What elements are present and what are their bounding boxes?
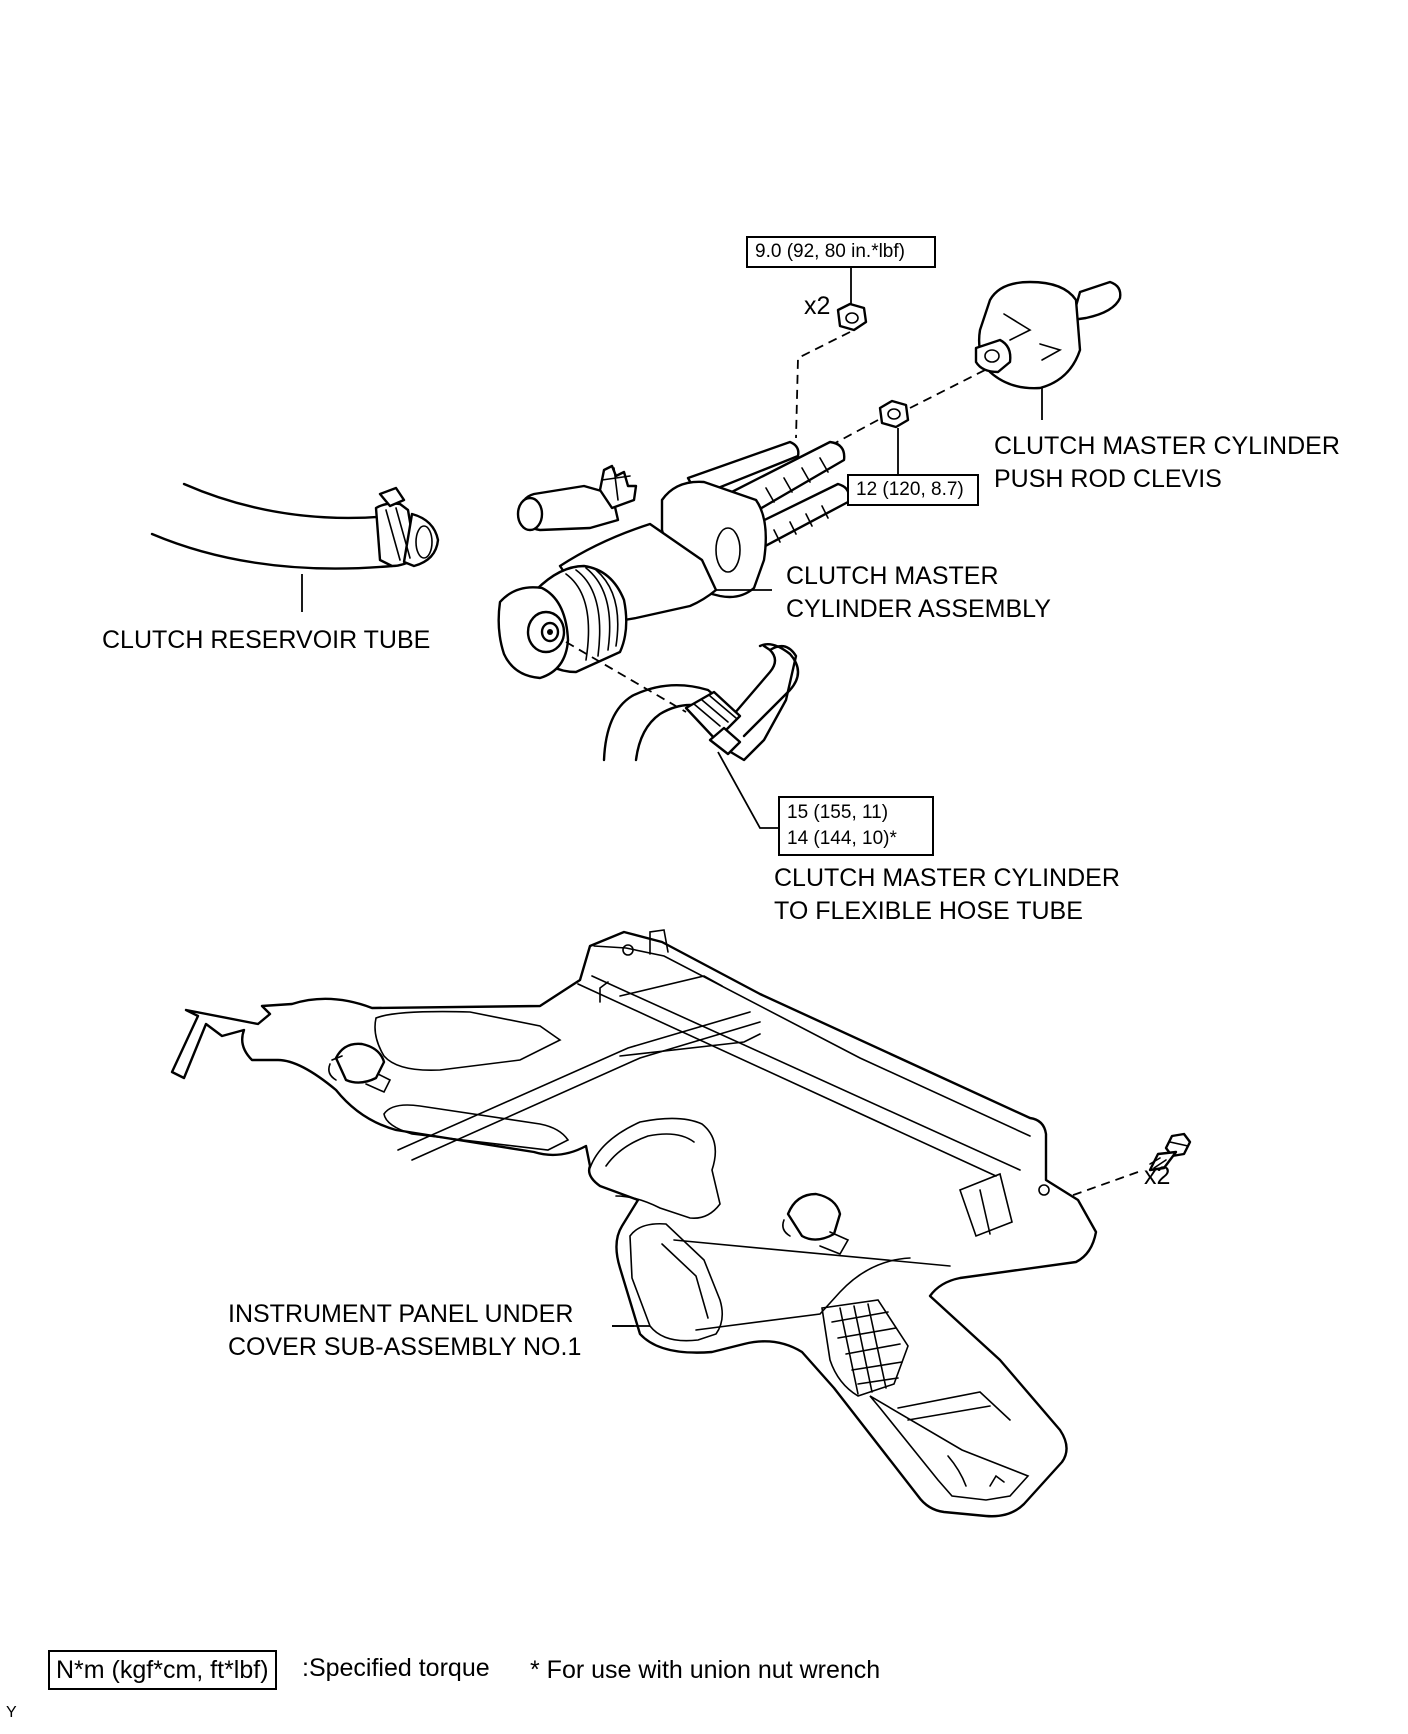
- label-under-cover: INSTRUMENT PANEL UNDER COVER SUB-ASSEMBL…: [228, 1298, 581, 1364]
- nut-top-icon: [836, 302, 868, 332]
- label-push-rod-clevis-line1: CLUTCH MASTER CYLINDER: [994, 432, 1340, 460]
- push-rod-clevis-icon: [974, 280, 1122, 420]
- label-under-cover-line2: COVER SUB-ASSEMBLY NO.1: [228, 1333, 582, 1361]
- torque-tube-line1: 15 (155, 11): [787, 802, 889, 823]
- screw-quantity: x2: [1144, 1162, 1171, 1190]
- label-hose-tube-line1: CLUTCH MASTER CYLINDER: [774, 864, 1120, 892]
- reservoir-tube-icon: [150, 482, 440, 612]
- torque-box-nut-mid: 12 (120, 8.7): [847, 474, 979, 506]
- legend-unit-text: :Specified torque: [302, 1654, 490, 1682]
- label-reservoir-tube: CLUTCH RESERVOIR TUBE: [102, 626, 431, 654]
- legend-unit-box: N*m (kgf*cm, ft*lbf): [48, 1650, 277, 1690]
- label-master-cylinder: CLUTCH MASTER CYLINDER ASSEMBLY: [786, 560, 1051, 626]
- label-master-cylinder-line2: CYLINDER ASSEMBLY: [786, 595, 1051, 623]
- label-hose-tube-line2: TO FLEXIBLE HOSE TUBE: [774, 897, 1083, 925]
- screw-icon: [1148, 1132, 1192, 1172]
- under-cover-icon: [170, 929, 1098, 1518]
- label-push-rod-clevis-line2: PUSH ROD CLEVIS: [994, 465, 1222, 493]
- nut-top-dash: [795, 331, 851, 439]
- nut-quantity: x2: [804, 292, 831, 320]
- torque-box-tube: 15 (155, 11) 14 (144, 10)*: [778, 796, 934, 856]
- label-under-cover-line1: INSTRUMENT PANEL UNDER: [228, 1300, 574, 1328]
- legend-note: * For use with union nut wrench: [530, 1656, 881, 1684]
- rod-dash: [909, 369, 986, 409]
- hose-tube-icon: [565, 641, 800, 829]
- label-master-cylinder-line1: CLUTCH MASTER: [786, 562, 999, 590]
- torque-box-nut-top: 9.0 (92, 80 in.*lbf): [746, 236, 936, 268]
- corner-mark: Y: [6, 1704, 17, 1721]
- label-push-rod-clevis: CLUTCH MASTER CYLINDER PUSH ROD CLEVIS: [994, 430, 1340, 496]
- label-hose-tube: CLUTCH MASTER CYLINDER TO FLEXIBLE HOSE …: [774, 862, 1120, 928]
- torque-tube-line2: 14 (144, 10)*: [787, 828, 897, 849]
- nut-mid-icon: [878, 399, 910, 429]
